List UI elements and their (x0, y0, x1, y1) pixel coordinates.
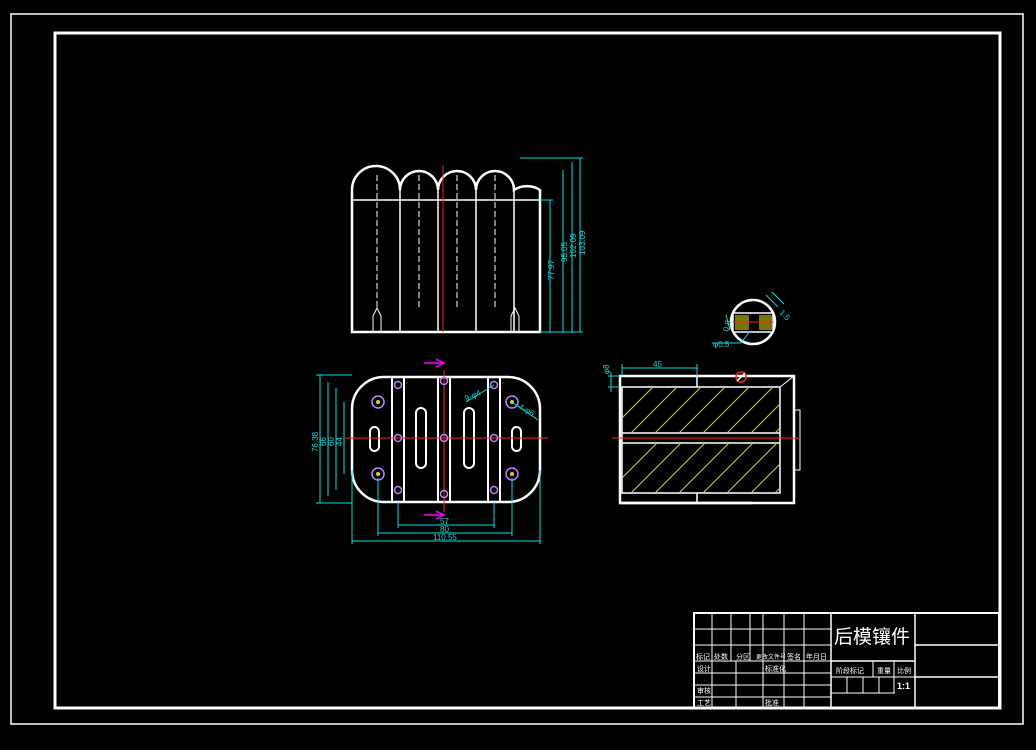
part-name: 后模镶件 (834, 626, 910, 648)
title-stage-label: 阶段标记 (836, 666, 864, 675)
plan-dim-bottom-2: 80 (440, 525, 449, 534)
section-view: 45 φ8 (602, 360, 801, 505)
detail-dim-3: φ0.5 (713, 340, 730, 349)
section-dim-left: φ8 (602, 364, 611, 374)
front-dim-2: 95.05 (560, 241, 569, 262)
plan-dim-bottom-3: 110.55 (433, 533, 457, 542)
section-dim-top: 45 (653, 360, 662, 369)
front-dim-3: 102.09 (569, 233, 578, 258)
plan-dim-left-2: 66 (319, 437, 328, 446)
plan-note-holes-large: 4-φ6 (517, 402, 536, 418)
title-row-label-zone: 分区 (736, 652, 750, 661)
title-check-label: 审核 (697, 686, 711, 695)
plan-note-holes-small: 9-φ4 (463, 388, 482, 403)
plan-view: 76.38 66 60 44 57 80 110.55 9-φ4 4-φ6 (311, 358, 548, 544)
title-ratio-label: 比例 (897, 666, 911, 675)
title-block: 标记 处数 分区 更改文件号 签名 年月日 设计 标准化 审核 工艺 批准 阶段… (693, 612, 1000, 709)
plan-dim-bottom-1: 57 (440, 517, 449, 526)
title-approve-label: 批准 (765, 698, 779, 707)
front-dim-4: 103.09 (578, 230, 587, 255)
drawing-scale: 1:1 (897, 681, 910, 691)
title-weight-label: 重量 (877, 667, 891, 675)
front-dim-1: 77.97 (547, 259, 556, 280)
front-view: 77.97 95.05 102.09 103.09 (350, 157, 587, 334)
plan-dim-left-4: 44 (335, 437, 344, 446)
plan-dim-left-1: 76.38 (311, 431, 320, 452)
title-row-label-count: 处数 (714, 652, 728, 661)
title-design-label: 设计 (697, 664, 711, 673)
title-row-label-mark: 标记 (696, 652, 710, 661)
title-row-label-date: 年月日 (806, 652, 827, 661)
title-row-label-doc: 更改文件号 (756, 653, 786, 661)
sheet-border (10, 13, 1024, 725)
detail-view: 1.5 0.8 φ0.5 (712, 291, 793, 349)
plan-dim-left-3: 60 (327, 437, 336, 446)
title-row-label-sign: 签名 (787, 652, 801, 661)
title-process-label: 工艺 (697, 699, 711, 707)
detail-dim-1: 1.5 (778, 308, 793, 323)
title-standard-label: 标准化 (765, 664, 786, 673)
detail-dim-2: 0.8 (721, 319, 733, 333)
